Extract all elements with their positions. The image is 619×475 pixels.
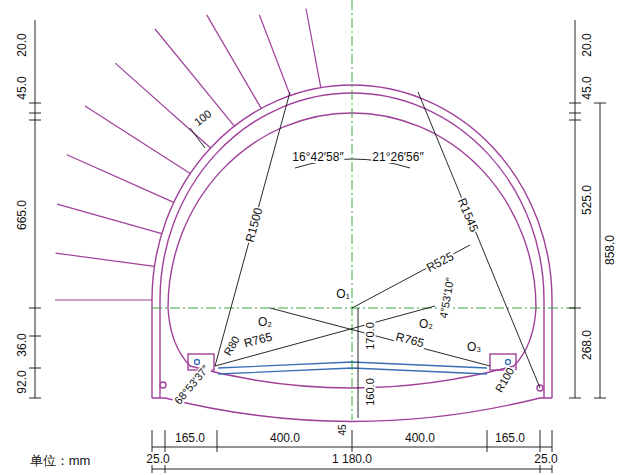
dimension-label: 92.0 (16, 369, 28, 394)
dimension-label: R80 (222, 334, 243, 359)
dimension-label: R765 (242, 330, 275, 350)
centerlines (152, 0, 575, 420)
dimension-label: 25.0 (533, 453, 558, 465)
dimension-label: 25.0 (145, 453, 170, 465)
dimension-label: O₂ (257, 316, 273, 328)
dimension-label: O₃ (466, 341, 482, 353)
dimension-label: R1545 (455, 195, 481, 234)
construction-lines (190, 92, 540, 418)
dimension-label: 16°42′58″ (291, 151, 344, 163)
dimension-label: 165.0 (174, 432, 206, 444)
dimension-label: 21°26′56″ (371, 151, 424, 163)
dimension-label: 45.0 (16, 75, 28, 100)
dimension-label: 20.0 (16, 32, 28, 57)
dimension-label: 268.0 (581, 329, 593, 361)
dimension-label: 4°53′10″ (438, 276, 456, 320)
dimension-label: 525.0 (581, 184, 593, 216)
dimension-label: R765 (394, 330, 427, 350)
dimension-label: 45.0 (581, 75, 593, 100)
dimension-label: 665.0 (16, 199, 28, 231)
dimension-label: 858.0 (604, 234, 616, 266)
dimension-label: 1 180.0 (331, 453, 373, 465)
dimension-label: 400.0 (404, 432, 436, 444)
dimension-label: O₁ (335, 288, 350, 300)
dimension-label: 单位：mm (29, 454, 92, 467)
bolts (55, 9, 321, 301)
dimension-label: O₂ (418, 318, 434, 330)
dimension-label: 100 (192, 107, 215, 128)
dimension-label: 36.0 (16, 332, 28, 357)
dimension-label: 400.0 (269, 432, 301, 444)
dimension-label: R1500 (243, 205, 264, 244)
dimension-label: R525 (424, 249, 457, 274)
dimension-lines (29, 20, 606, 473)
dimension-label: 170.0 (365, 321, 376, 351)
dimension-label: 45 (338, 423, 348, 436)
dimension-label: 20.0 (581, 32, 593, 57)
dimension-label: 160.0 (365, 377, 376, 407)
dimension-label: 165.0 (494, 432, 526, 444)
